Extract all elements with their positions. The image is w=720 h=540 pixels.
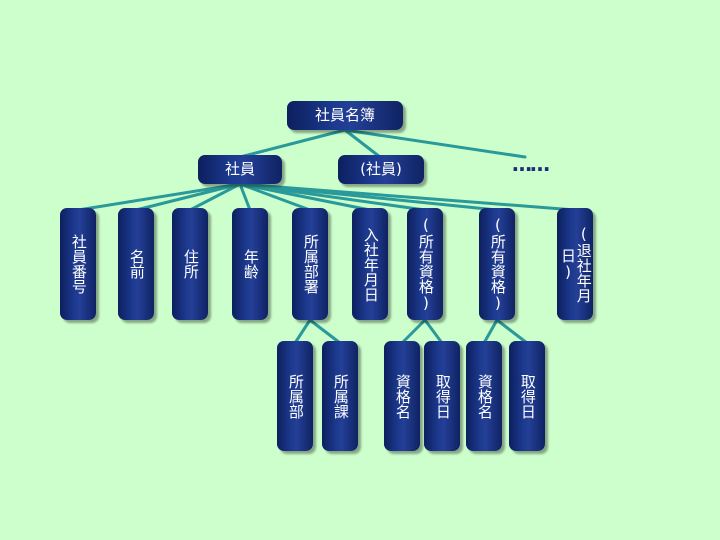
connector-shikaku2-to-date xyxy=(495,318,529,345)
connector-shain-to-jusho xyxy=(188,182,242,212)
connector-shikaku1-to-date xyxy=(423,318,444,345)
node-taishanengappi: (退社年月日) xyxy=(557,208,593,320)
connector-shain-to-taisha xyxy=(238,182,577,212)
node-root: 社員名簿 xyxy=(287,101,403,130)
connector-shain-to-namae xyxy=(134,182,242,212)
node-nenrei: 年齢 xyxy=(232,208,268,320)
node-jusho: 住所 xyxy=(172,208,208,320)
connector-shain-to-shainbango xyxy=(76,182,242,212)
connector-root-to-ellipsis xyxy=(343,128,527,159)
node-shutokubi-2: 取得日 xyxy=(509,341,545,451)
ellipsis-more: …… xyxy=(512,152,550,176)
node-shikakumei-2: 資格名 xyxy=(466,341,502,451)
node-shozokubusho: 所属部署 xyxy=(292,208,328,320)
node-nyushanengappi: 入社年月日 xyxy=(352,208,388,320)
connector-shain-to-nenrei xyxy=(238,182,252,212)
node-namae: 名前 xyxy=(118,208,154,320)
connector-root-to-shain xyxy=(238,128,347,159)
connector-busho-to-bu xyxy=(293,318,312,345)
node-shozokuka: 所属課 xyxy=(322,341,358,451)
node-shutokubi-1: 取得日 xyxy=(424,341,460,451)
connector-shain-to-shozokubusho xyxy=(238,182,312,212)
node-shainbango: 社員番号 xyxy=(60,208,96,320)
node-shain-paren: (社員) xyxy=(338,155,424,184)
connector-shikaku2-to-name xyxy=(482,318,499,345)
node-shoyushikaku-2: (所有資格) xyxy=(479,208,515,320)
connector-busho-to-ka xyxy=(308,318,342,345)
connector-shikaku1-to-name xyxy=(400,318,427,345)
connector-root-to-shain-paren xyxy=(343,128,382,159)
node-shozokubu: 所属部 xyxy=(277,341,313,451)
node-shikakumei-1: 資格名 xyxy=(384,341,420,451)
node-shoyushikaku-1: (所有資格) xyxy=(407,208,443,320)
node-shain: 社員 xyxy=(198,155,282,184)
